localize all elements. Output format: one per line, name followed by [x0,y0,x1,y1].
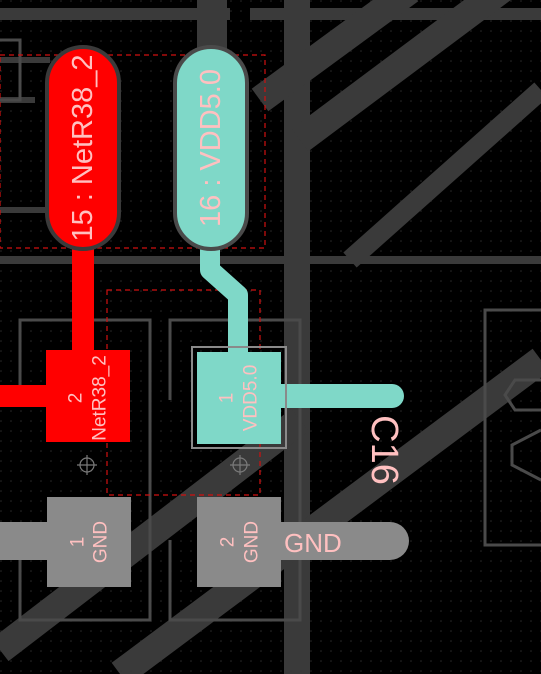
pad-right-top-net: VDD5.0 [241,365,262,432]
pad-right-bottom[interactable]: 2 GND [197,497,281,587]
pad-left-top-pin: 2 [66,393,87,404]
pad-left-bottom[interactable]: 1 GND [47,497,131,587]
pad-right-bottom-body[interactable] [197,497,281,587]
pad-right-top-body[interactable] [197,352,281,444]
pad-left-bottom-pin: 1 [68,537,89,548]
pad-16[interactable]: 16 : VDD5.0 [173,45,249,251]
pad-left-bottom-net: GND [91,521,112,563]
pad-left-bottom-body[interactable] [47,497,131,587]
pad-15[interactable]: 15 : NetR38_2 [45,45,121,251]
pad-left-top-net: NetR38_2 [90,355,111,441]
pad-right-bottom-pin: 2 [218,537,239,548]
component-outlines [0,38,541,622]
pad-right-top[interactable]: 1 VDD5.0 [191,346,287,449]
pad-right-bottom-net: GND [242,521,263,563]
gnd-track-label: GND [284,528,342,558]
pad-left-top[interactable]: 2 NetR38_2 [46,350,130,442]
pad-15-label: 15 : NetR38_2 [67,54,99,241]
pad-right-top-outline [191,346,287,449]
pad-right-top-pin: 1 [217,393,238,404]
silk-reference: C16 [363,415,405,485]
origin-markers [77,455,250,475]
pad-16-body[interactable] [173,45,249,251]
pad-15-body[interactable] [45,45,121,251]
pad-left-top-body[interactable] [46,350,130,442]
pad-16-label: 16 : VDD5.0 [195,69,227,227]
